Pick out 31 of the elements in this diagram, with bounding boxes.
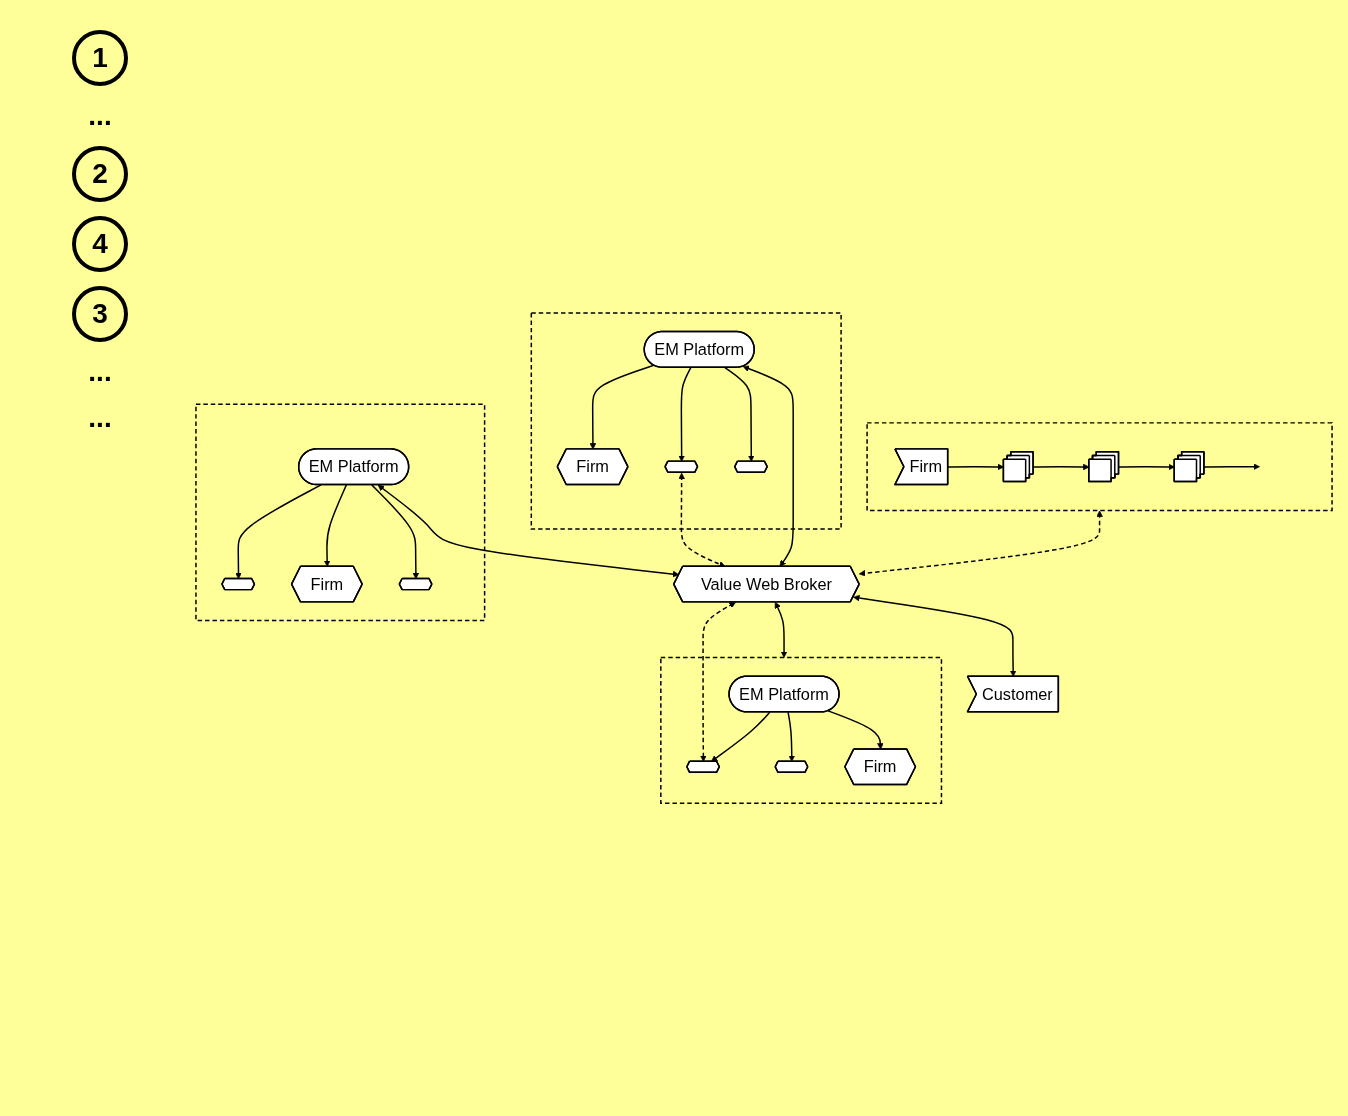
arrow — [1032, 463, 1090, 471]
arrow — [371, 484, 420, 580]
cluster — [195, 403, 486, 622]
arrow — [853, 594, 1017, 677]
arrow — [700, 602, 736, 762]
ellipsis-text: ... — [88, 100, 112, 132]
ellipsis-text: ... — [88, 402, 112, 434]
arrow — [678, 472, 726, 568]
arrow — [827, 710, 884, 750]
cluster — [530, 312, 842, 530]
callout-number: 3 — [72, 286, 128, 342]
arrow — [377, 484, 680, 578]
arrow — [742, 365, 794, 567]
arrow — [1118, 463, 1175, 471]
arrow — [1203, 463, 1260, 470]
arrow — [787, 711, 796, 762]
callout-number: 1 — [72, 30, 128, 86]
arrow — [724, 366, 755, 462]
callout-number: 2 — [72, 146, 128, 202]
arrow — [323, 484, 348, 567]
ellipsis-text: ... — [88, 356, 112, 388]
arrow — [678, 366, 692, 462]
arrow — [235, 484, 322, 580]
cluster — [660, 656, 943, 804]
arrow — [589, 364, 655, 450]
arrow — [947, 463, 1005, 471]
arrow — [710, 711, 771, 762]
callout-number: 4 — [72, 216, 128, 272]
cluster — [866, 422, 1333, 512]
arrow — [774, 601, 788, 658]
arrow — [858, 510, 1103, 577]
